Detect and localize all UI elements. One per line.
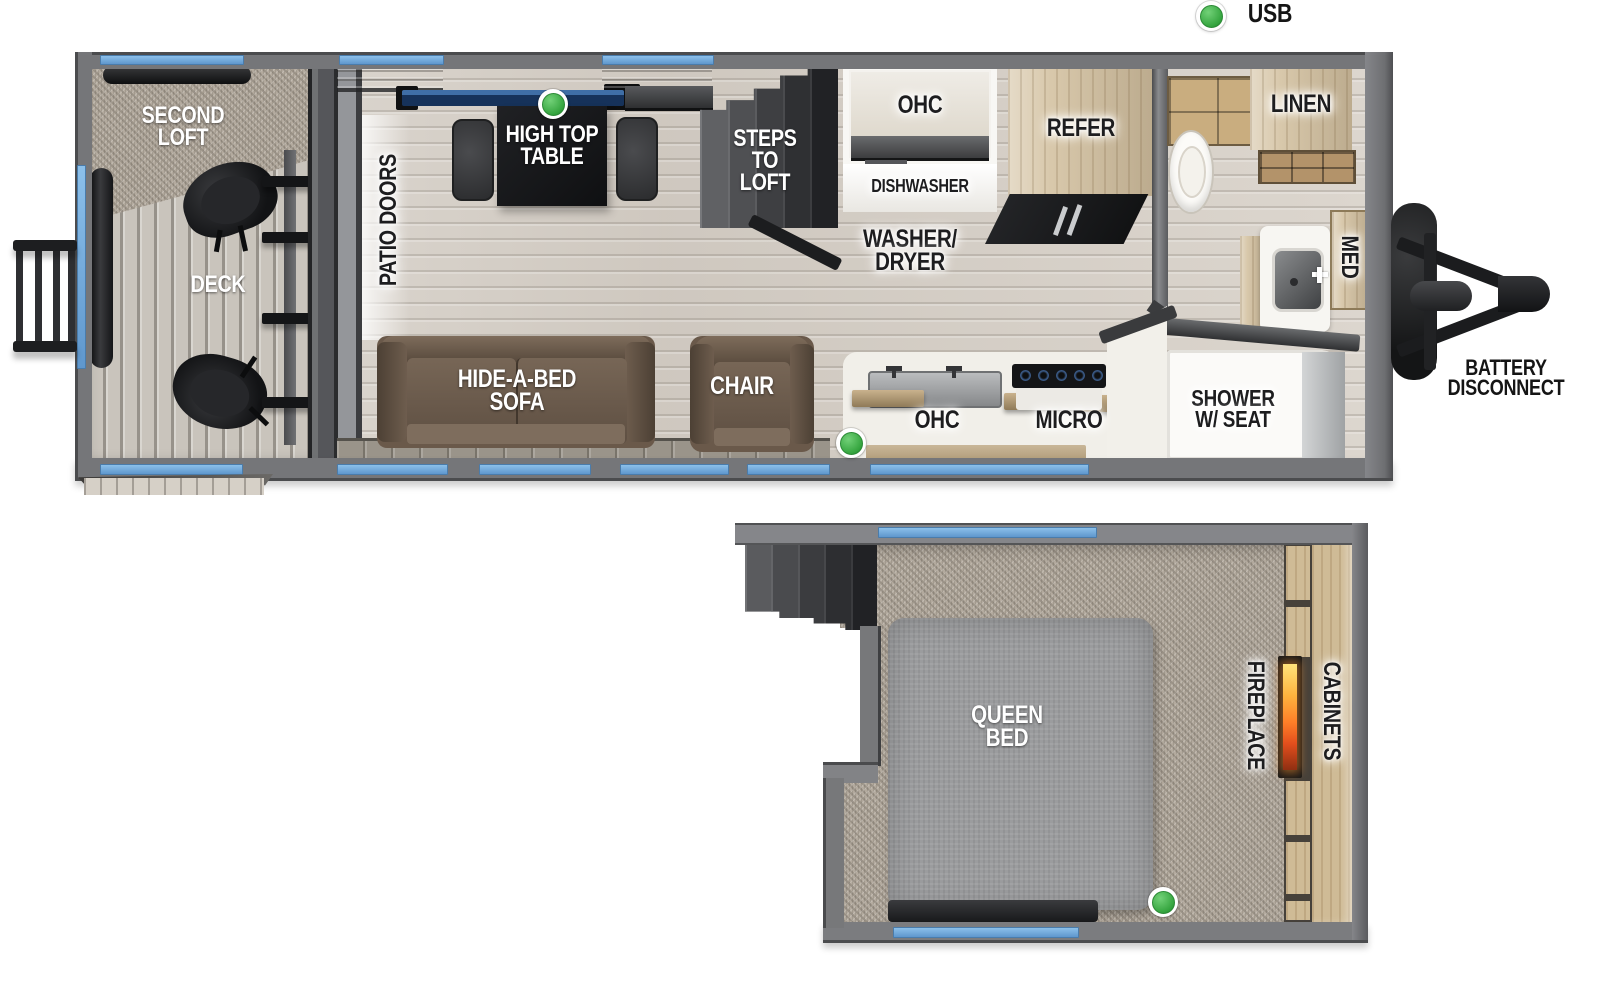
stove [1012, 364, 1106, 388]
usb-indicator [1148, 887, 1178, 917]
ohc-lower-label: OHC [914, 406, 960, 434]
deck-step [84, 478, 264, 495]
hitch-jack [1410, 281, 1472, 311]
entry-door [747, 464, 830, 475]
chair-label: CHAIR [710, 372, 774, 400]
range-front [1016, 388, 1102, 410]
bath-sink-counter [1260, 226, 1330, 332]
bed-headboard [888, 900, 1098, 922]
washer-dryer-label: WASHER/ DRYER [863, 225, 957, 276]
toilet [1168, 130, 1214, 214]
faucet-icon [892, 366, 896, 378]
battery-disconnect-label: BATTERY DISCONNECT [1447, 355, 1565, 401]
loft-cabinets [1284, 541, 1352, 922]
queen-bed [888, 618, 1153, 910]
window [339, 55, 444, 65]
high-top-table-label: HIGH TOP TABLE [505, 121, 599, 171]
shower-seat [1302, 352, 1345, 458]
window [100, 464, 243, 475]
fireplace-flame-icon [1283, 664, 1297, 770]
ohc-upper-label: OHC [897, 91, 943, 119]
hitch-coupler [1498, 276, 1550, 312]
refer [1008, 64, 1152, 196]
loft-wall-right [1352, 523, 1368, 940]
loft-window [893, 927, 1079, 938]
linen-label: LINEN [1270, 90, 1332, 118]
usb-legend-label: USB [1247, 0, 1293, 28]
chair [690, 336, 814, 452]
med-cabinet [1330, 210, 1370, 310]
queen-bed-label: QUEEN BED [971, 701, 1043, 752]
loft-stairs [745, 538, 877, 630]
fireplace [1278, 656, 1302, 778]
stool [452, 119, 494, 201]
window [602, 55, 714, 65]
loft-wall-step [823, 762, 878, 783]
bath-wall [1152, 64, 1168, 314]
deck-rack-post [284, 150, 296, 445]
dishwasher-label: DISHWASHER [871, 176, 969, 196]
kitchen-counter-dark [985, 194, 1149, 244]
loft-window [878, 527, 1097, 538]
faucet-icon [1317, 267, 1322, 283]
stool [616, 117, 658, 201]
ohc-upper-cabinet [843, 64, 997, 167]
wall-bottom [75, 458, 1393, 481]
deck-bolster [90, 168, 113, 368]
window [100, 55, 244, 65]
med-label: MED [1336, 235, 1364, 279]
hide-a-bed-sofa [377, 336, 655, 448]
patio-doors-label: PATIO DOORS [374, 153, 402, 287]
window [337, 464, 448, 475]
second-loft-label: SECOND LOFT [141, 102, 225, 152]
deck-rack-shelf [262, 176, 320, 187]
refer-label: REFER [1046, 114, 1116, 142]
deck-hatch [103, 66, 251, 84]
dishwasher [843, 164, 997, 212]
usb-indicator [538, 89, 568, 119]
window-left [77, 165, 86, 369]
shower-label: SHOWER W/ SEAT [1191, 385, 1275, 433]
wall-top [75, 52, 1393, 69]
usb-indicator [836, 428, 866, 458]
loft-wall-left-lower [823, 778, 844, 928]
window [870, 464, 1089, 475]
cabinets-label: CABINETS [1318, 661, 1346, 761]
faucet-icon [952, 366, 956, 378]
window [620, 464, 729, 475]
linen-shelves [1258, 150, 1356, 184]
steps-to-loft [700, 64, 838, 228]
sofa-label: HIDE-A-BED SOFA [457, 365, 577, 416]
overhead-counter [625, 86, 713, 108]
wall-right [1365, 52, 1393, 478]
window [479, 464, 591, 475]
fireplace-label: FIREPLACE [1242, 660, 1270, 771]
usb-legend-icon [1196, 1, 1226, 31]
window-sill [402, 90, 624, 106]
patio-door-glow [362, 115, 410, 340]
deck-rack-shelf [262, 397, 320, 408]
steps-to-loft-label: STEPS TO LOFT [733, 125, 797, 197]
deck-rack-shelf [262, 313, 320, 324]
micro-label: MICRO [1035, 406, 1103, 434]
patio-doors-wall [308, 68, 362, 460]
deck-label: DECK [190, 271, 246, 298]
counter-edge [852, 390, 924, 407]
high-top-table [497, 106, 607, 206]
linen-cabinet [1250, 64, 1352, 150]
deck-rack-shelf [262, 232, 320, 243]
loft-wall-left-upper [860, 626, 881, 766]
loft-cutout [700, 628, 862, 762]
